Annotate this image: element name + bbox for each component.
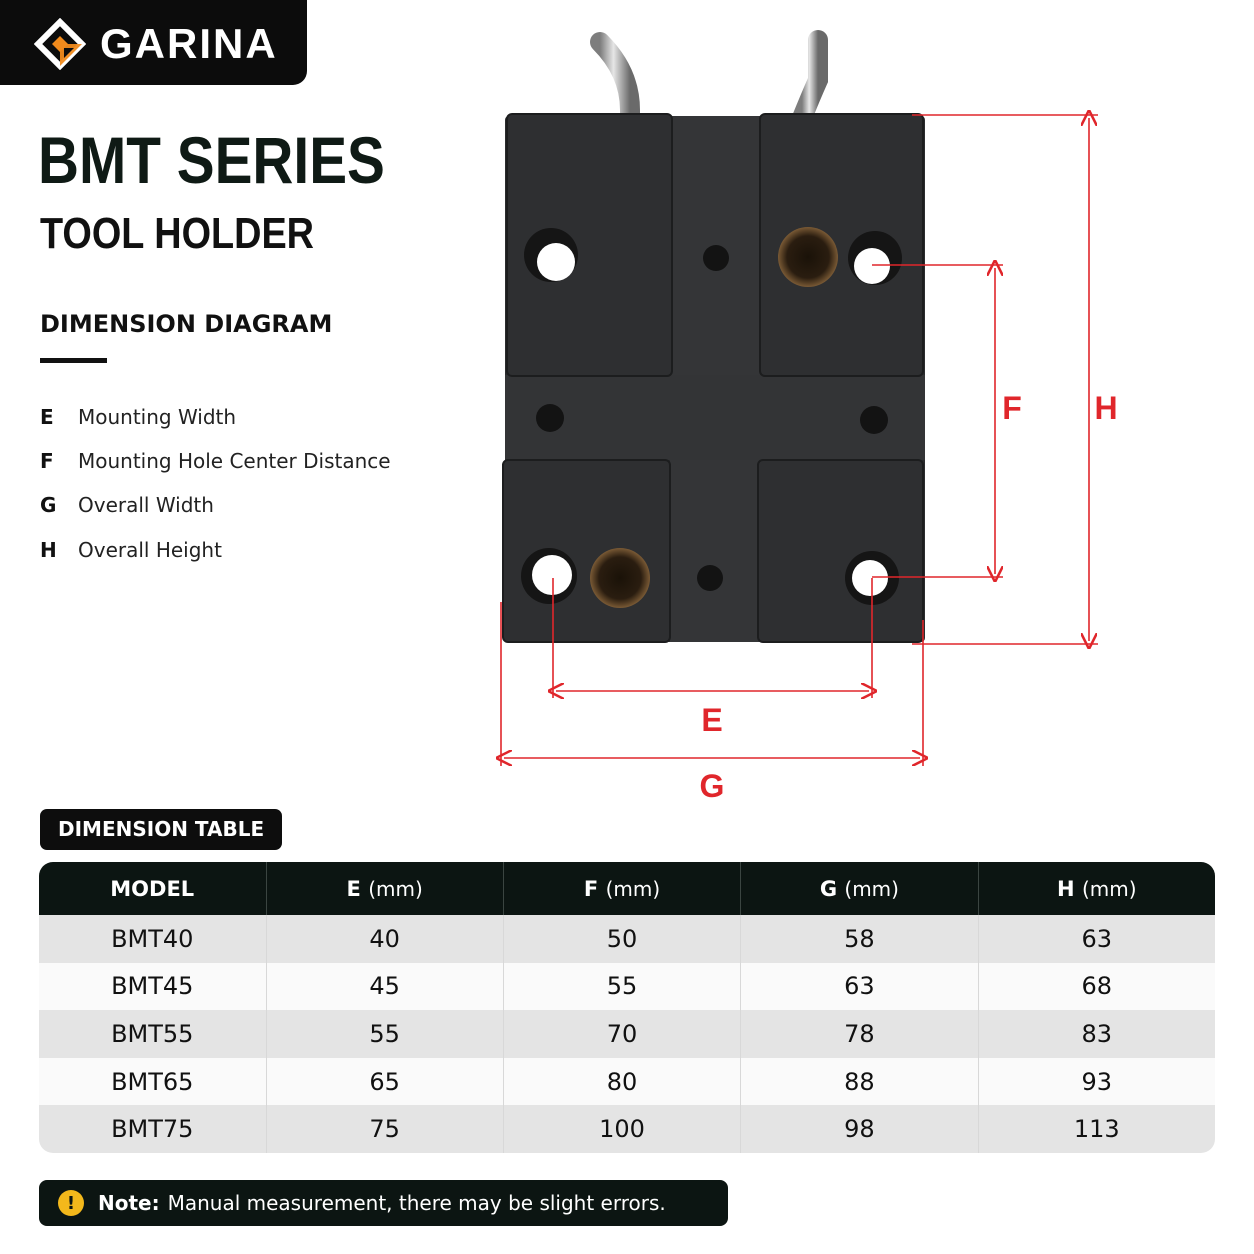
cell-g: 78 (740, 1010, 979, 1058)
table-row: BMT45 45 55 63 68 (39, 962, 1215, 1011)
legend-label: Overall Height (78, 538, 222, 562)
note-text: Manual measurement, there may be slight … (167, 1191, 666, 1215)
header-g: G (mm) (740, 862, 979, 915)
header-f: F (mm) (503, 862, 742, 915)
guide-pin-left (590, 32, 640, 128)
cell-model: BMT65 (39, 1057, 267, 1106)
header-unit: (mm) (605, 876, 661, 901)
callout-f: F (1002, 390, 1022, 426)
legend-label: Overall Width (78, 493, 214, 517)
table-row: BMT40 40 50 58 63 (39, 915, 1215, 963)
cell-e: 65 (266, 1057, 504, 1106)
product-subtitle: TOOL HOLDER (40, 209, 315, 258)
cell-e: 55 (266, 1010, 504, 1058)
tool-holder-diagram: F H E G (480, 30, 1118, 804)
legend-key: E (40, 405, 54, 429)
cell-h: 63 (978, 915, 1215, 963)
cell-f: 80 (503, 1057, 742, 1106)
cell-f: 55 (503, 962, 742, 1011)
cell-f: 70 (503, 1010, 742, 1058)
legend-label: Mounting Hole Center Distance (78, 449, 391, 473)
guide-pin-right (792, 30, 828, 128)
header-model: MODEL (39, 862, 267, 915)
legend-item-h: H Overall Height (40, 533, 222, 567)
legend-item-f: F Mounting Hole Center Distance (40, 444, 391, 478)
cell-f: 50 (503, 915, 742, 963)
legend-key: H (40, 538, 57, 562)
table-row: BMT55 55 70 78 83 (39, 1010, 1215, 1058)
header-label: H (1057, 876, 1075, 901)
cell-e: 45 (266, 962, 504, 1011)
series-title: BMT SERIES (38, 123, 385, 197)
header-label: F (583, 876, 599, 901)
cell-model: BMT45 (39, 962, 267, 1011)
header-label: E (346, 876, 361, 901)
note-label: Note: (98, 1191, 160, 1215)
legend-item-g: G Overall Width (40, 488, 214, 522)
header-unit: (mm) (1081, 876, 1137, 901)
dimension-table: MODEL E (mm) F (mm) G (mm) H (mm) BMT40 … (39, 862, 1215, 1153)
cell-h: 68 (978, 962, 1215, 1011)
note-banner: ! Note: Manual measurement, there may be… (39, 1180, 728, 1226)
header-unit: (mm) (368, 876, 423, 901)
header-e: E (mm) (266, 862, 504, 915)
exclamation-icon: ! (58, 1190, 84, 1216)
brand-bar: GARINA (0, 0, 307, 85)
heading-underline (40, 358, 107, 363)
dimension-table-tag: DIMENSION TABLE (40, 809, 283, 850)
mounting-holes (521, 227, 902, 608)
cell-e: 75 (266, 1105, 504, 1153)
callout-h: H (1094, 390, 1117, 426)
cell-model: BMT40 (39, 915, 267, 963)
cell-h: 83 (978, 1010, 1215, 1058)
cell-g: 63 (740, 962, 979, 1011)
callout-e: E (701, 702, 722, 738)
cell-g: 98 (740, 1105, 979, 1153)
cell-h: 93 (978, 1057, 1215, 1106)
brand-name: GARINA (100, 20, 278, 67)
legend-item-e: E Mounting Width (40, 400, 236, 434)
header-h: H (mm) (978, 862, 1215, 915)
legend-key: F (40, 449, 54, 473)
cell-g: 88 (740, 1057, 979, 1106)
legend-label: Mounting Width (78, 405, 237, 429)
cell-g: 58 (740, 915, 979, 963)
cell-model: BMT75 (39, 1105, 267, 1153)
table-header-row: MODEL E (mm) F (mm) G (mm) H (mm) (39, 862, 1215, 915)
callout-g: G (700, 768, 725, 804)
cell-e: 40 (266, 915, 504, 963)
header-unit: (mm) (844, 876, 899, 901)
table-row: BMT65 65 80 88 93 (39, 1057, 1215, 1106)
table-row: BMT75 75 100 98 113 (39, 1105, 1215, 1153)
garina-logo-icon (34, 18, 86, 70)
legend-key: G (40, 493, 57, 517)
cell-h: 113 (978, 1105, 1215, 1153)
dimension-lines (501, 115, 1098, 766)
cell-f: 100 (503, 1105, 742, 1153)
cell-model: BMT55 (39, 1010, 267, 1058)
header-label: G (819, 876, 838, 901)
dimension-diagram-heading: DIMENSION DIAGRAM (40, 310, 333, 338)
header-label: MODEL (110, 876, 195, 901)
